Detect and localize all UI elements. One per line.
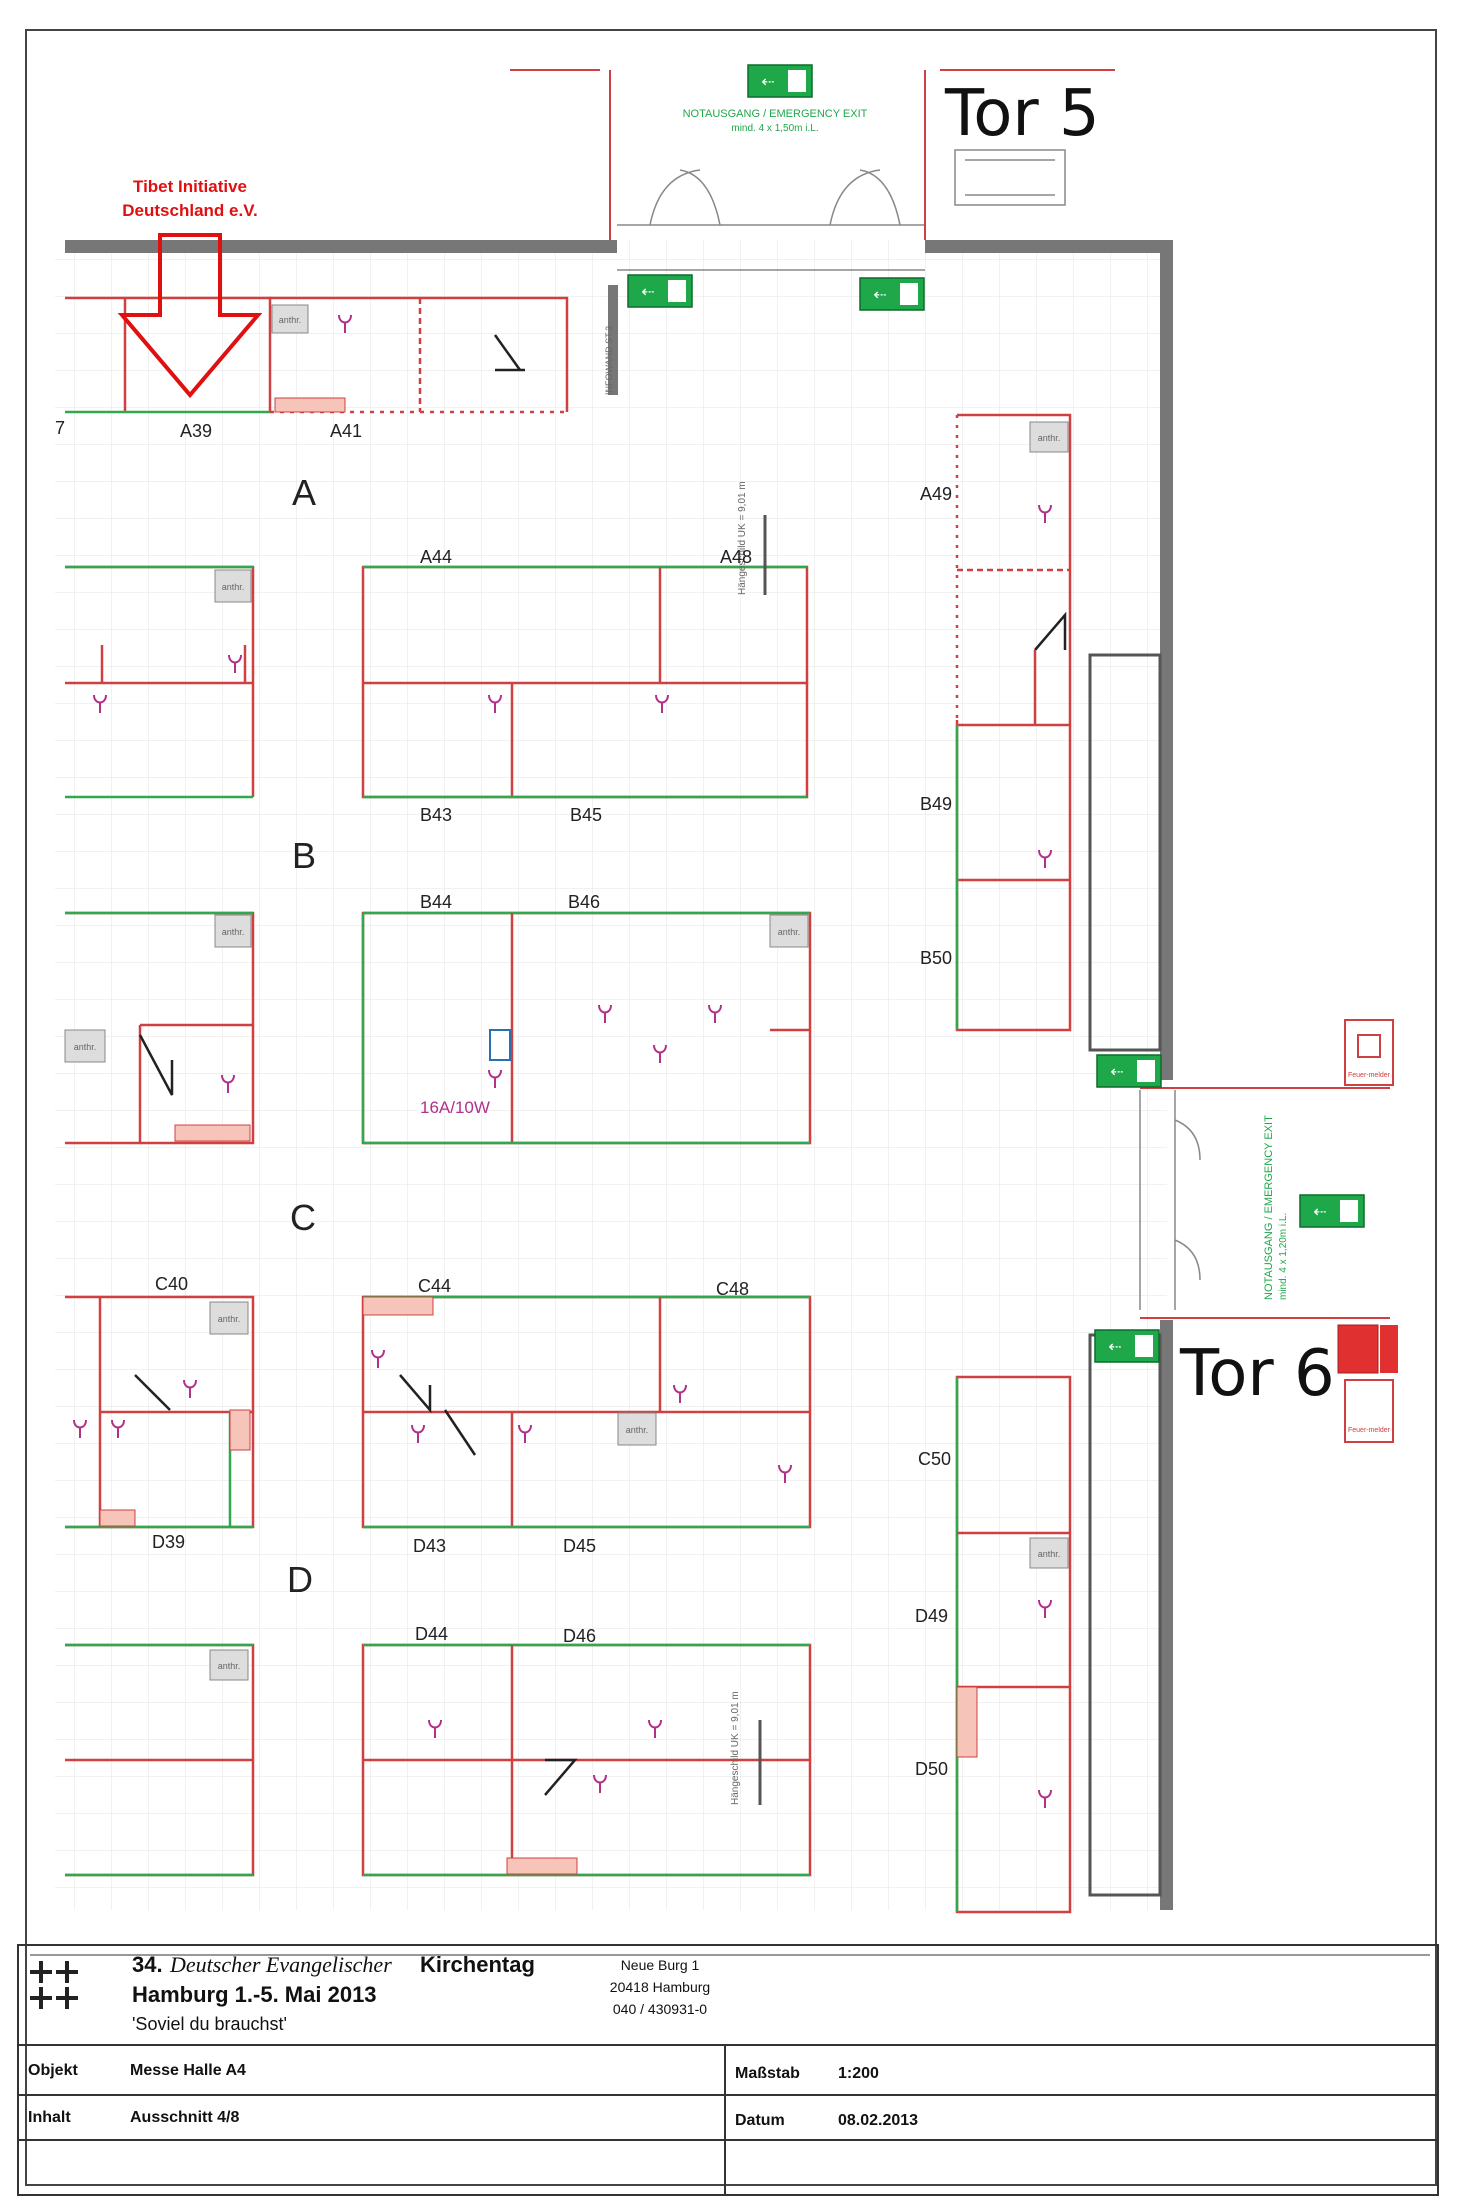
svg-text:16A/10W: 16A/10W — [420, 1098, 490, 1117]
exit-top-line1: NOTAUSGANG / EMERGENCY EXIT — [683, 108, 868, 120]
svg-text:anthr.: anthr. — [626, 1425, 649, 1435]
datum-value: 08.02.2013 — [838, 2112, 918, 2129]
address3: 040 / 430931-0 — [613, 2001, 707, 2017]
objekt-value: Messe Halle A4 — [130, 2062, 246, 2079]
datum-label: Datum — [735, 2112, 785, 2129]
svg-text:Hängeschild UK = 9,01 m: Hängeschild UK = 9,01 m — [730, 1691, 741, 1805]
exit-sign-top-1 — [627, 274, 693, 308]
right-exit-doors — [1139, 1090, 1201, 1310]
exit-sign-right-3 — [1094, 1329, 1160, 1363]
booth-c40: C40 — [155, 1274, 188, 1294]
booth-b44: B44 — [420, 892, 452, 912]
row-c-booths — [65, 1295, 1072, 1914]
booth-a44: A44 — [420, 547, 452, 567]
svg-text:Feuer-melder: Feuer-melder — [1348, 1427, 1391, 1434]
exit-sign-right-2 — [1299, 1194, 1365, 1228]
row-letter-d: D — [287, 1559, 313, 1600]
svg-text:anthr.: anthr. — [218, 1314, 241, 1324]
address1: Neue Burg 1 — [621, 1957, 700, 1973]
exit-right-text: NOTAUSGANG / EMERGENCY EXIT mind. 4 x 1,… — [1263, 1115, 1289, 1300]
annotation-line2: Deutschland e.V. — [122, 201, 257, 220]
booth-a49: A49 — [920, 484, 952, 504]
page-frame — [25, 29, 1437, 2186]
booth-d50: D50 — [915, 1759, 948, 1779]
title-block-frame — [17, 1944, 1439, 2196]
event-italic: Deutscher Evangelischer — [169, 1952, 392, 1977]
gate-tor6: Tor 6 — [1179, 1337, 1335, 1411]
row-a-booths — [65, 296, 1072, 1032]
booth-c48: C48 — [716, 1279, 749, 1299]
row-d-booths — [65, 1643, 812, 1877]
dates: Hamburg 1.-5. Mai 2013 — [132, 1982, 377, 2007]
motto: 'Soviel du brauchst' — [132, 2014, 287, 2034]
massstab-label: Maßstab — [735, 2065, 800, 2082]
exit-sign-top-2 — [859, 277, 925, 311]
booth-a48: A48 — [720, 547, 752, 567]
grid — [55, 240, 1167, 1910]
svg-text:NOTAUSGANG / EMERGENCY EXIT: NOTAUSGANG / EMERGENCY EXIT — [1263, 1115, 1275, 1300]
booth-a37: 7 — [55, 418, 65, 438]
annotation-line1: Tibet Initiative — [133, 177, 247, 196]
svg-text:anthr.: anthr. — [222, 927, 245, 937]
top-exit-doors — [617, 149, 1066, 271]
booth-labels: 7 A39 A41 A44 A48 A49 B43 B45 B44 B46 B4… — [55, 418, 952, 1779]
kirchentag-logo — [30, 1961, 78, 2009]
svg-text:Hängeschild UK = 9,01 m: Hängeschild UK = 9,01 m — [737, 481, 748, 595]
booth-b50: B50 — [920, 948, 952, 968]
booth-b45: B45 — [570, 805, 602, 825]
hall-walls — [65, 240, 1173, 1910]
fire-alarm-2: Feuer-melder — [1337, 1324, 1398, 1443]
edition: 34. — [132, 1952, 163, 1977]
row-letter-c: C — [290, 1197, 316, 1238]
event-bold: Kirchentag — [420, 1952, 535, 1977]
furniture — [99, 397, 978, 1875]
svg-text:anthr.: anthr. — [222, 582, 245, 592]
svg-text:anthr.: anthr. — [1038, 433, 1061, 443]
booth-d39: D39 — [152, 1532, 185, 1552]
gate-tor5: Tor 5 — [944, 77, 1100, 151]
hanger-sign-2: Hängeschild UK = 9,01 m — [730, 1691, 741, 1805]
hanger-sign-1: Hängeschild UK = 9,01 m — [737, 481, 748, 595]
booth-c50: C50 — [918, 1449, 951, 1469]
fire-alarm-1: Feuer-melder — [1344, 1019, 1394, 1086]
booth-d46: D46 — [563, 1626, 596, 1646]
svg-text:anthr.: anthr. — [279, 315, 302, 325]
inhalt-label: Inhalt — [28, 2109, 71, 2126]
svg-text:anthr.: anthr. — [218, 1661, 241, 1671]
right-red-lines — [1140, 1087, 1390, 1319]
anthr-boxes: anthr. anthr. anthr. anthr. anthr. anthr… — [64, 304, 1069, 1681]
exit-sign-right-1 — [1096, 1054, 1162, 1088]
top-red-lines — [510, 69, 1115, 240]
booth-d43: D43 — [413, 1536, 446, 1556]
booth-d45: D45 — [563, 1536, 596, 1556]
booth-c44: C44 — [418, 1276, 451, 1296]
booth-a39: A39 — [180, 421, 212, 441]
svg-text:anthr.: anthr. — [1038, 1549, 1061, 1559]
row-letter-a: A — [292, 472, 316, 513]
tibet-arrow — [117, 233, 263, 399]
svg-text:INFOWAND ST.3: INFOWAND ST.3 — [604, 326, 614, 395]
booth-b43: B43 — [420, 805, 452, 825]
exit-sign-top-3 — [747, 64, 813, 98]
booth-d49: D49 — [915, 1606, 948, 1626]
booth-b46: B46 — [568, 892, 600, 912]
row-b-booths — [65, 911, 812, 1145]
svg-text:anthr.: anthr. — [778, 927, 801, 937]
inhalt-value: Ausschnitt 4/8 — [130, 2109, 239, 2126]
infowand-label: INFOWAND ST.3 — [604, 326, 614, 395]
row-letter-b: B — [292, 835, 316, 876]
address2: 20418 Hamburg — [610, 1979, 710, 1995]
power-marker: 16A/10W — [420, 1029, 511, 1117]
exit-top-line2: mind. 4 x 1,50m i.L. — [731, 123, 818, 134]
booth-b49: B49 — [920, 794, 952, 814]
svg-text:Feuer-melder: Feuer-melder — [1348, 1072, 1391, 1079]
objekt-label: Objekt — [28, 2062, 78, 2079]
svg-text:mind. 4 x 1,20m i.L.: mind. 4 x 1,20m i.L. — [1278, 1213, 1289, 1300]
svg-text:anthr.: anthr. — [74, 1042, 97, 1052]
booth-d44: D44 — [415, 1624, 448, 1644]
massstab-value: 1:200 — [838, 2065, 879, 2082]
booth-a41: A41 — [330, 421, 362, 441]
